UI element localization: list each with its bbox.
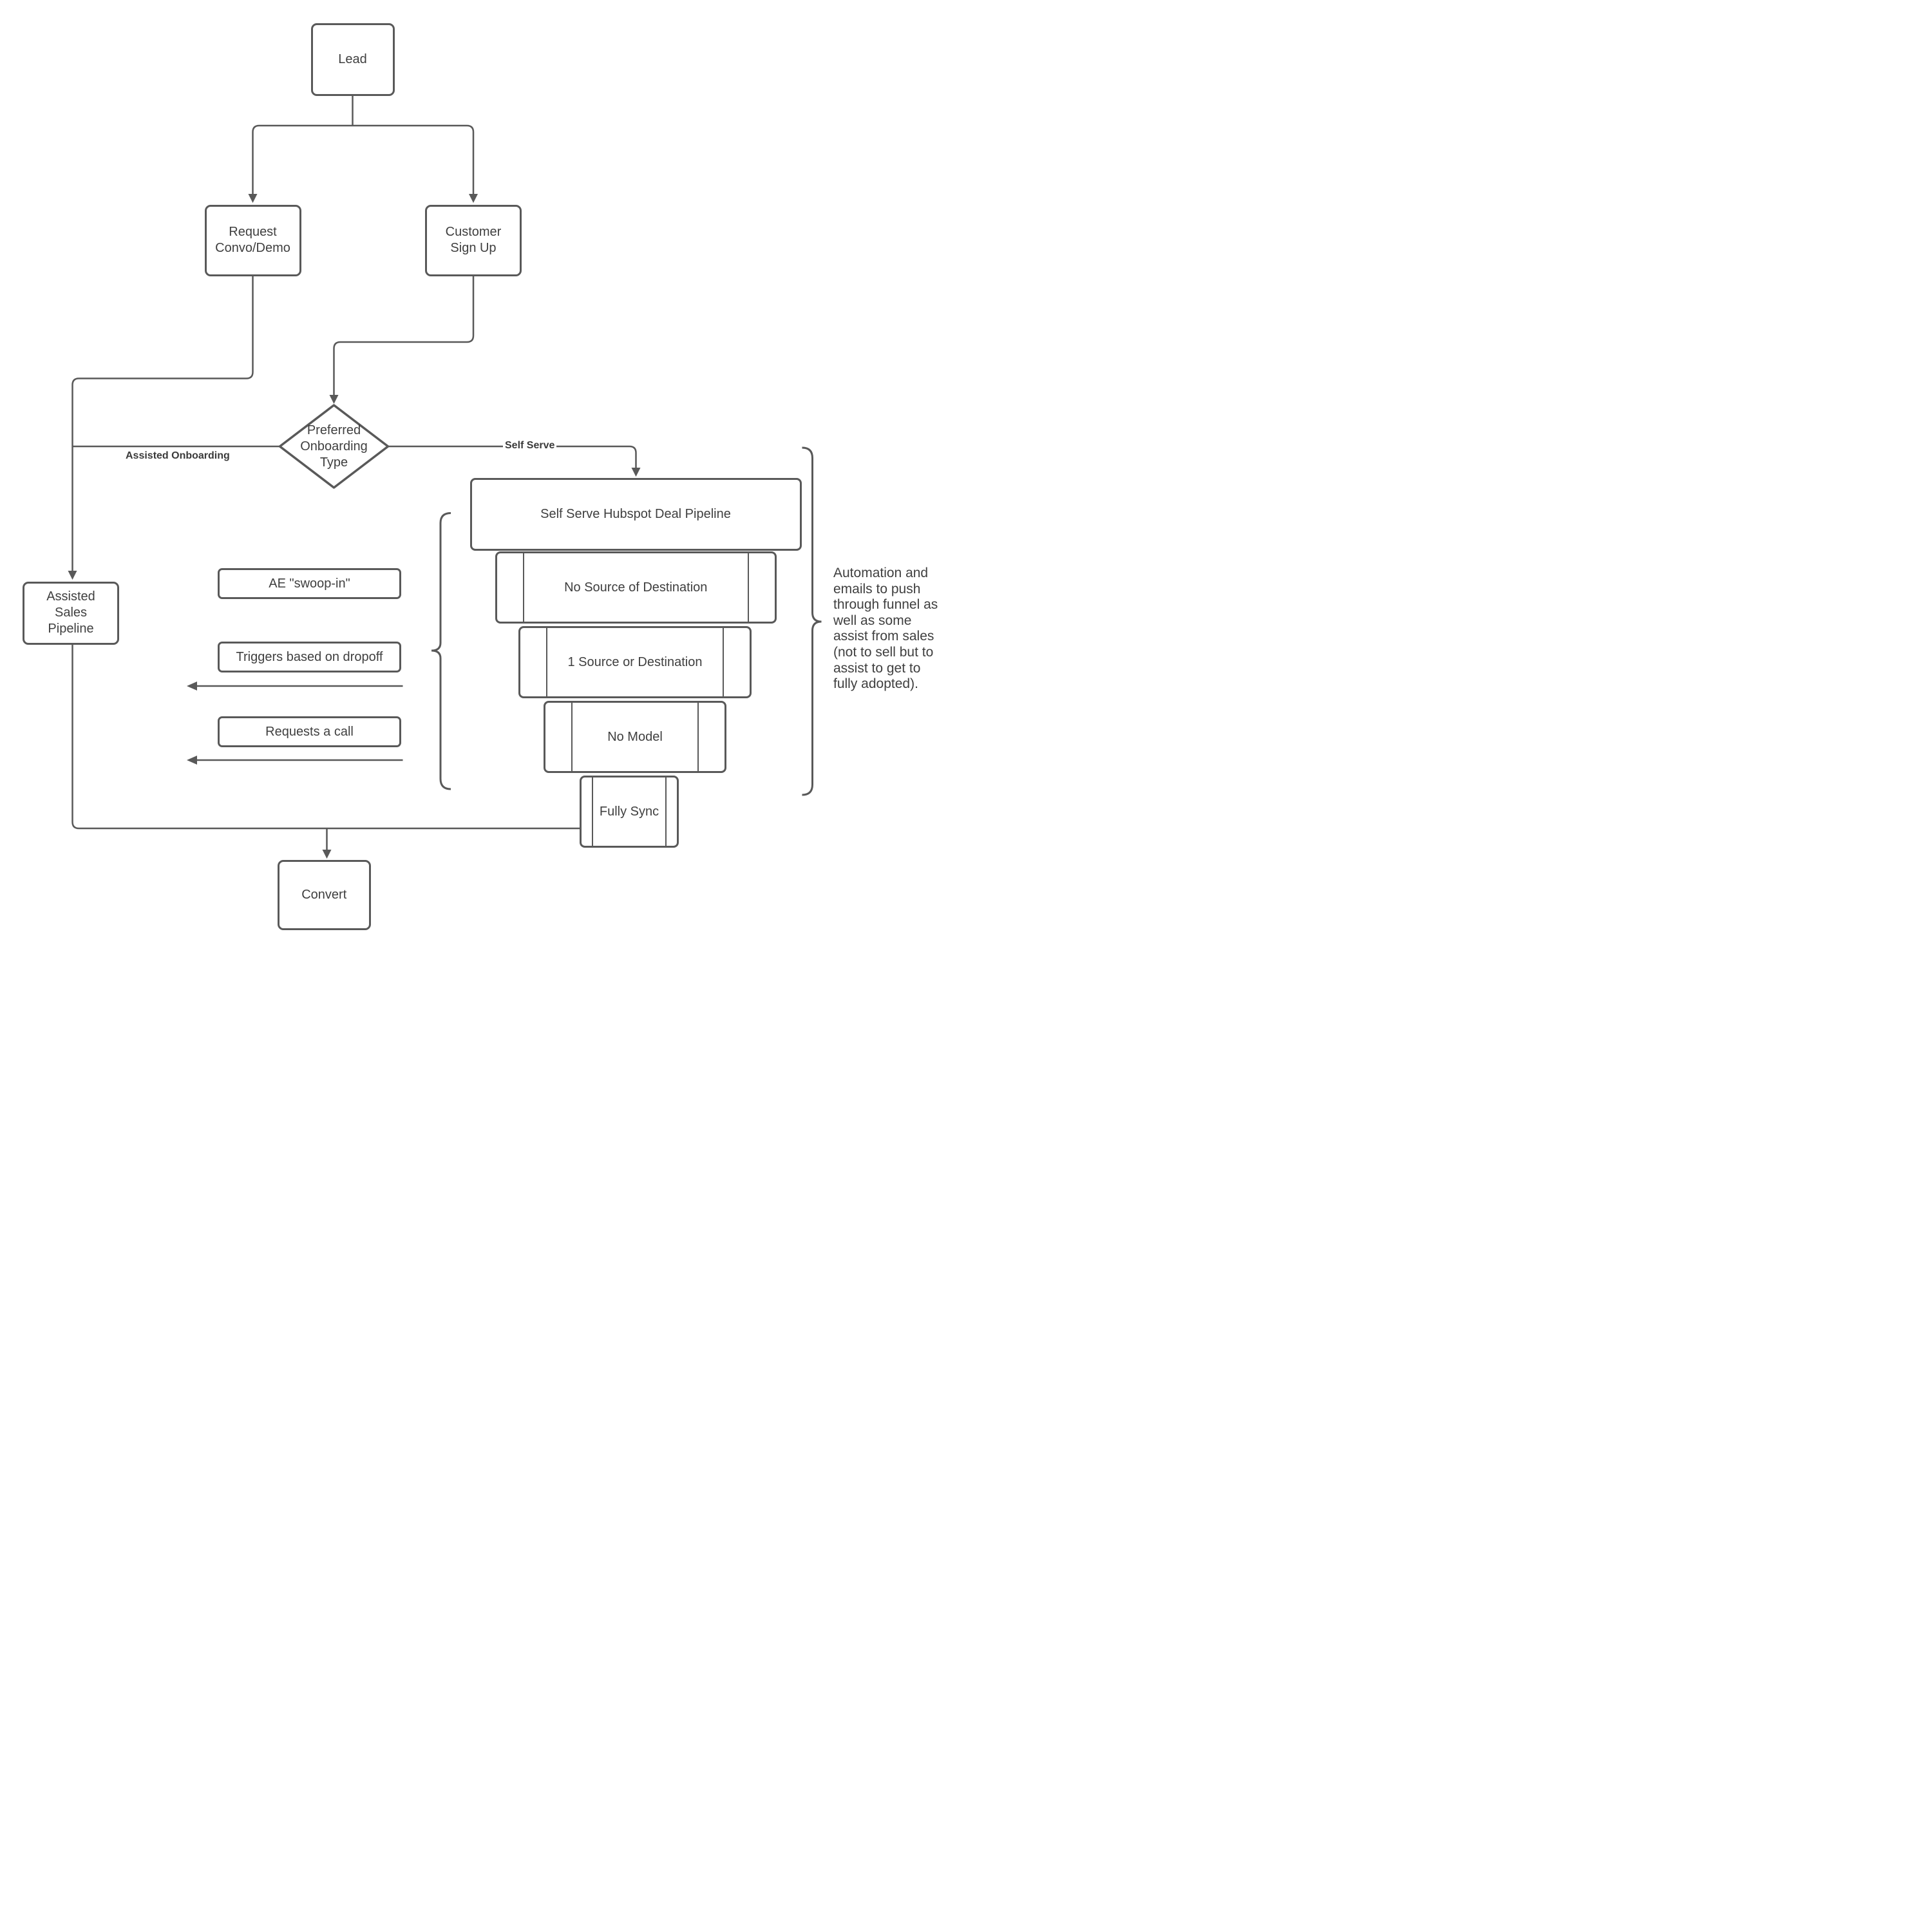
flowchart-canvas: Lead Request Convo/Demo Customer Sign Up… bbox=[0, 0, 966, 958]
stage-left-bar bbox=[592, 777, 593, 846]
arrowhead-pipeline bbox=[631, 468, 641, 477]
edge-decision-selfserve bbox=[388, 445, 637, 468]
funnel-stage-no-model: No Model bbox=[544, 701, 726, 773]
arrowhead-convert bbox=[322, 850, 332, 859]
node-triggers-dropoff: Triggers based on dropoff bbox=[218, 642, 401, 672]
arrowhead-assisted bbox=[68, 571, 77, 580]
node-convert: Convert bbox=[277, 860, 371, 930]
funnel-stage-fully-sync: Fully Sync bbox=[580, 776, 679, 848]
stage-label: No Model bbox=[607, 729, 663, 744]
node-assisted-sales-pipeline: Assisted Sales Pipeline bbox=[23, 581, 119, 645]
node-self-serve-pipeline: Self Serve Hubspot Deal Pipeline bbox=[469, 478, 802, 551]
arrowhead-decision bbox=[329, 395, 339, 404]
node-requests-call: Requests a call bbox=[218, 716, 401, 747]
funnel-note: Automation and emails to push through fu… bbox=[833, 566, 938, 692]
arrowhead-request bbox=[248, 194, 258, 203]
funnel-stage-one-source: 1 Source or Destination bbox=[518, 626, 752, 698]
funnel-right-brace bbox=[802, 446, 822, 796]
stage-label: Fully Sync bbox=[599, 804, 659, 819]
stage-right-bar bbox=[723, 628, 724, 696]
decision-diamond-shape bbox=[278, 404, 390, 489]
edge-request-assisted bbox=[71, 276, 254, 571]
stage-left-bar bbox=[571, 703, 573, 771]
stage-right-bar bbox=[665, 777, 667, 846]
edge-join-convert bbox=[71, 644, 580, 850]
node-request-convo-demo: Request Convo/Demo bbox=[204, 204, 301, 276]
node-ae-swoop-in: AE "swoop-in" bbox=[218, 568, 401, 599]
connector-layer bbox=[68, 96, 822, 859]
stage-left-bar bbox=[546, 628, 547, 696]
node-decision-label: Preferred Onboarding Type bbox=[300, 423, 368, 470]
node-customer-sign-up: Customer Sign Up bbox=[425, 204, 522, 276]
stage-label: 1 Source or Destination bbox=[567, 654, 703, 669]
stage-right-bar bbox=[748, 553, 749, 622]
arrowhead-signup bbox=[469, 194, 478, 203]
arrowhead-call-left bbox=[187, 756, 197, 765]
edge-label-self-serve: Self Serve bbox=[503, 440, 557, 452]
edge-lead-split bbox=[252, 96, 475, 194]
arrowhead-trigger-left bbox=[187, 682, 197, 691]
edge-signup-decision bbox=[333, 276, 475, 395]
funnel-stage-no-source: No Source of Destination bbox=[495, 551, 777, 624]
edge-label-assisted-onboarding: Assisted Onboarding bbox=[126, 450, 230, 461]
stage-left-bar bbox=[522, 553, 524, 622]
stage-label: No Source of Destination bbox=[564, 580, 708, 595]
funnel-left-brace bbox=[431, 512, 451, 790]
node-lead: Lead bbox=[310, 23, 395, 96]
stage-right-bar bbox=[697, 703, 699, 771]
